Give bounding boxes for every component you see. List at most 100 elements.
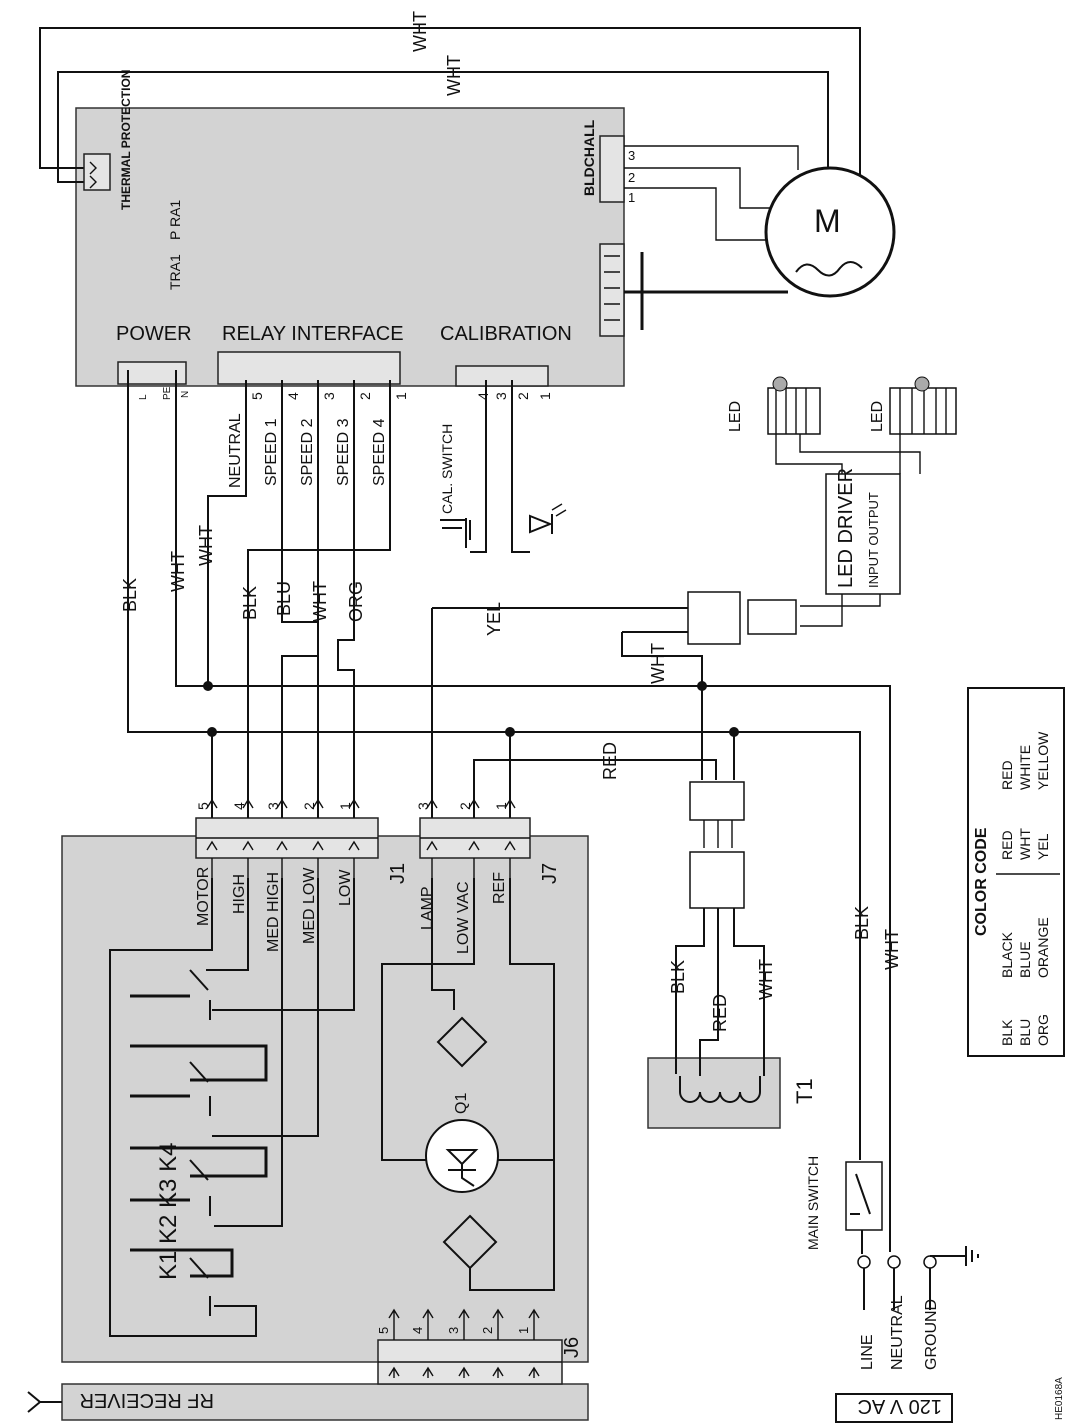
label-relays: K1 K2 K3 K4 [155, 1143, 182, 1280]
relay-label-neutral: NEUTRAL [227, 413, 244, 488]
power-connector [117, 361, 187, 385]
j1-name-high: HIGH [231, 874, 248, 914]
antenna [27, 1391, 62, 1413]
j7-arrows [426, 798, 516, 878]
hall-pin-2: 2 [628, 170, 635, 185]
wire-label-wht-neutral-line: WHT [882, 929, 902, 970]
j7-pin-3: 3 [415, 802, 431, 810]
label-120vac: 120 V AC [857, 1395, 942, 1417]
thermal-protection-connector [83, 153, 111, 191]
label-rf-receiver: RF RECEIVER [80, 1389, 214, 1411]
wire-label-blk-line: BLK [852, 906, 872, 940]
j6-pin-3: 3 [446, 1327, 461, 1334]
cc-name-black: BLACK [999, 931, 1015, 978]
led-plug [747, 599, 797, 635]
relay-contacts [109, 878, 355, 1337]
wire-label-wht-speed: WHT [310, 581, 330, 622]
j1-pin-2: 2 [301, 802, 317, 810]
blk-power-wire [127, 370, 861, 1160]
wire-label-wht-top2: WHT [444, 55, 464, 96]
hall-pin-3: 3 [628, 148, 635, 163]
wht-neutral-wire [207, 380, 247, 686]
label-input-output: INPUT OUTPUT [866, 492, 881, 588]
wire-label-blk-power: BLK [120, 578, 140, 612]
label-q1: Q1 [453, 1093, 470, 1114]
t1-coil [679, 1076, 761, 1103]
cc-abbr-blk: BLK [999, 1019, 1015, 1046]
power-pin-l: L [138, 394, 149, 400]
bridge-rectifier-1 [436, 1016, 488, 1068]
relay-label-speed2: SPEED 2 [299, 418, 316, 486]
j1-label: J1 [387, 863, 409, 884]
wire-label-org: ORG [346, 581, 366, 622]
figure-code: HE0168A [1054, 1377, 1065, 1420]
bldc-hall-connector [599, 135, 625, 203]
label-calibration: CALIBRATION [440, 323, 572, 345]
cal-pin-3: 3 [493, 392, 509, 400]
color-code-title: COLOR CODE [973, 827, 990, 936]
label-led-driver: LED DRIVER [835, 468, 857, 588]
j6-label: J6 [561, 1337, 583, 1358]
wire-label-wht-led: WHT [648, 643, 668, 684]
wire-label-blu: BLU [274, 581, 294, 616]
j1-name-low: LOW [337, 869, 354, 906]
label-relay-interface: RELAY INTERFACE [222, 323, 404, 345]
relay-pin-2: 2 [357, 392, 373, 400]
j7-pin-2: 2 [457, 802, 473, 810]
cc-abbr-org: ORG [1035, 1014, 1051, 1046]
triac-circuit [381, 878, 555, 1291]
label-thermal-protection: THERMAL PROTECTION [119, 70, 133, 210]
cal-pin-4: 4 [475, 392, 491, 400]
rf-receiver-bar [61, 1383, 589, 1421]
relay-pin-5: 5 [249, 392, 265, 400]
wire-label-red-ref: RED [600, 742, 620, 780]
cc-name-yellow: YELLOW [1035, 731, 1051, 790]
label-neutral: NEUTRAL [889, 1295, 906, 1370]
receiver-board [61, 835, 589, 1363]
t1-plug [689, 781, 745, 821]
relay-label-speed4: SPEED 4 [371, 418, 388, 486]
j1-pin-5: 5 [195, 802, 211, 810]
j1-name-motor: MOTOR [195, 867, 212, 926]
triac-q1 [425, 1119, 499, 1193]
wire-label-wht-power: WHT [168, 551, 188, 592]
wire-label-red-t1: RED [710, 994, 730, 1032]
label-tra1: TRA1 [167, 254, 183, 290]
relay-pin-1: 1 [393, 392, 409, 400]
power-pin-pe: PE [162, 386, 173, 400]
wire-label-wht-top1: WHT [410, 11, 430, 52]
j6-pin-4: 4 [410, 1327, 425, 1334]
cal-switch [440, 518, 467, 548]
label-cal-switch: CAL. SWITCH [439, 424, 455, 514]
vac-box [835, 1393, 953, 1423]
j7-name-low-vac: LOW VAC [455, 881, 472, 954]
cal-pin-1: 1 [537, 392, 553, 400]
wire-label-wht-t1: WHT [756, 959, 776, 1000]
label-led-1: LED [727, 401, 744, 432]
ground-symbol [965, 1246, 979, 1266]
motor-phase-connector [599, 243, 625, 337]
j1-pin-3: 3 [265, 802, 281, 810]
t1-socket [689, 851, 745, 909]
j6-pin-2: 2 [480, 1327, 495, 1334]
j1-name-med-high: MED HIGH [265, 872, 282, 952]
label-bldc-hall: BLDCHALL [581, 119, 597, 196]
cal-pin-2: 2 [515, 392, 531, 400]
cc-name-red: RED [999, 760, 1015, 790]
relay-pin-4: 4 [285, 392, 301, 400]
label-line: LINE [859, 1334, 876, 1370]
cc-name-white: WHITE [1017, 745, 1033, 790]
label-t1: T1 [792, 1078, 817, 1104]
cc-abbr-blu: BLU [1017, 1019, 1033, 1046]
label-ground: GROUND [923, 1299, 940, 1370]
hall-pin-1: 1 [628, 190, 635, 205]
cc-abbr-red: RED [999, 830, 1015, 860]
relay-label-speed1: SPEED 1 [263, 418, 280, 486]
power-pin-n: N [180, 391, 191, 398]
wire-label-yel: YEL [484, 602, 504, 636]
wire-label-blk-t1: BLK [668, 960, 688, 994]
j7-label: J7 [539, 863, 561, 884]
j1-pin-4: 4 [231, 802, 247, 810]
cc-name-orange: ORANGE [1035, 917, 1051, 978]
